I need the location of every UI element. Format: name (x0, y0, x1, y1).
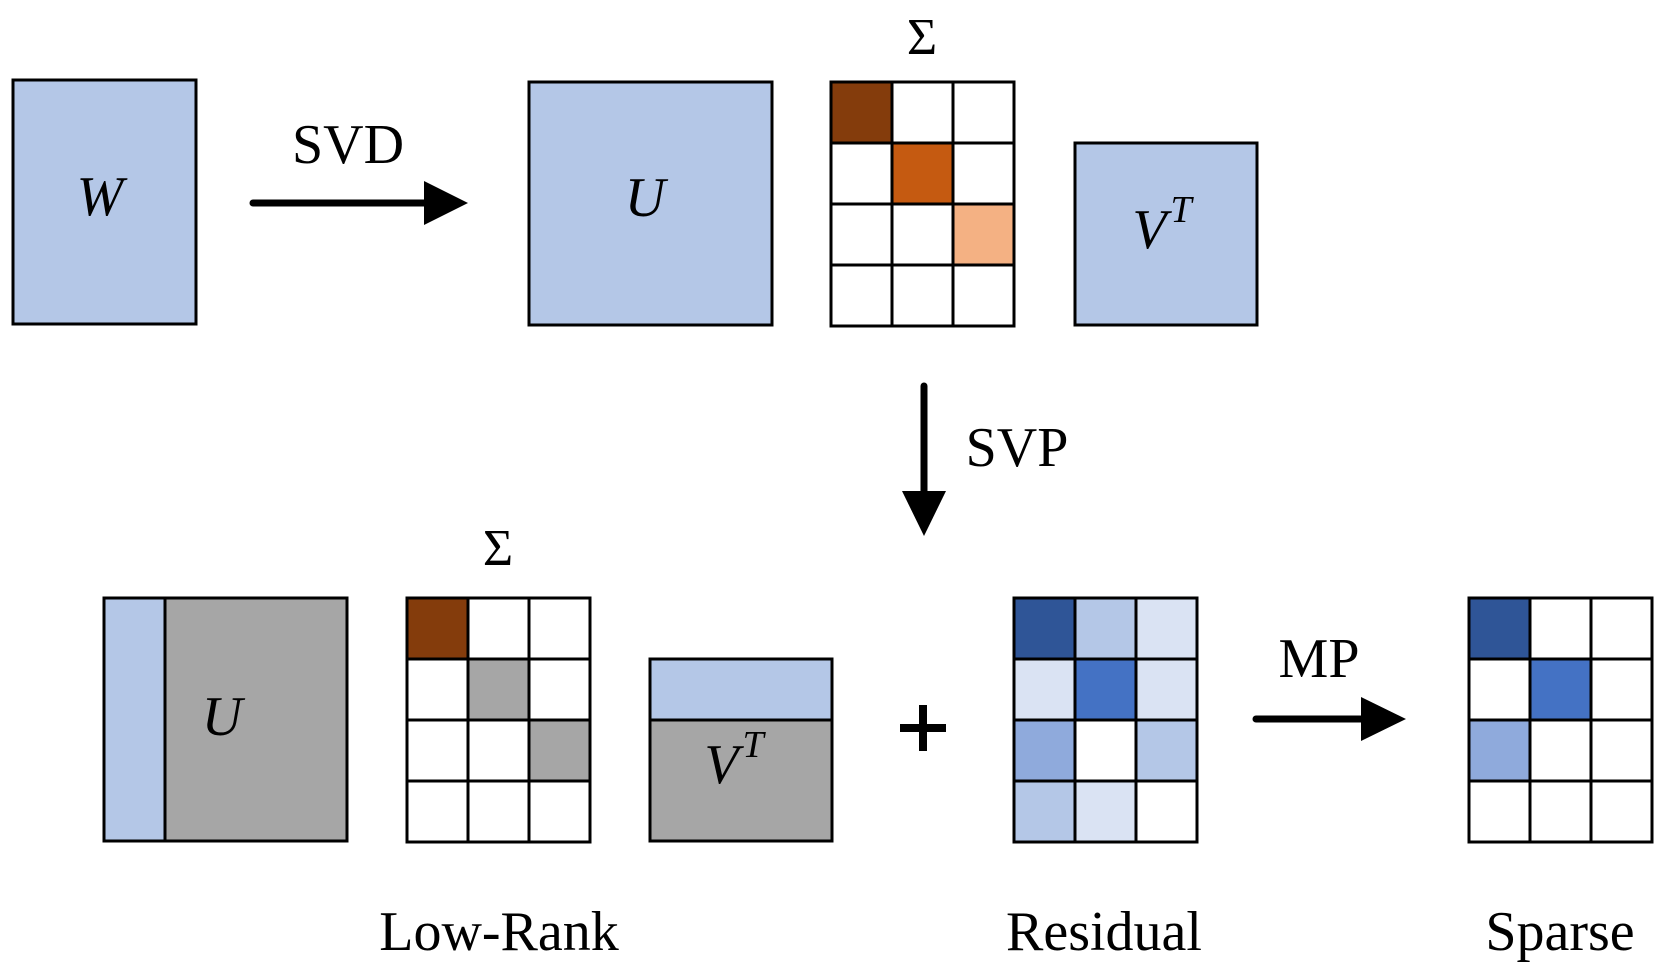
sigma-bottom-cell-r1-c2 (527, 657, 592, 722)
residual-cell-r3-c1 (1073, 779, 1138, 844)
sigma-bottom-cell-r1-c0 (405, 657, 470, 722)
sparse-cell-r2-c0 (1467, 718, 1532, 783)
residual-cell-r3-c0 (1012, 779, 1077, 844)
residual-cell-r1-c2 (1134, 657, 1199, 722)
sigma-top-cell-r0-c1 (890, 80, 955, 145)
sigma-bottom-cell-r2-c2 (527, 718, 592, 783)
sparse-cell-r1-c0 (1467, 657, 1532, 722)
w-matrix: W (11, 78, 198, 326)
u-matrix-top-label: U (625, 167, 669, 229)
vt-bottom-label-base: V (704, 734, 744, 796)
sigma-matrix-bottom (405, 596, 592, 844)
vt-top-label-base: V (1132, 199, 1172, 261)
sigma-top-cell-r0-c0 (829, 80, 894, 145)
u-matrix-top: U (527, 80, 774, 327)
residual-cell-r0-c2 (1134, 596, 1199, 661)
svg-text:VT: VT (704, 724, 766, 796)
caption-low-rank: Low-Rank (379, 901, 619, 963)
sigma-bottom-cell-r3-c2 (527, 779, 592, 844)
sigma-bottom-cell-r0-c0 (405, 596, 470, 661)
residual-cell-r1-c0 (1012, 657, 1077, 722)
sparse-cell-r3-c2 (1589, 779, 1654, 844)
sigma-bottom-label: Σ (483, 520, 513, 577)
sparse-matrix (1467, 596, 1654, 844)
sigma-bottom-cell-r3-c0 (405, 779, 470, 844)
u-matrix-bottom: U (102, 596, 349, 843)
sparse-cell-r1-c2 (1589, 657, 1654, 722)
svp-arrow: SVP (902, 382, 1069, 536)
mp-label: MP (1279, 628, 1360, 690)
residual-cell-r2-c1 (1073, 718, 1138, 783)
u-matrix-bottom-label: U (202, 686, 246, 748)
caption-sparse: Sparse (1485, 901, 1634, 963)
vt-bottom-label-sup: T (743, 724, 767, 766)
sigma-top-cell-r2-c0 (829, 202, 894, 267)
residual-cell-r0-c0 (1012, 596, 1077, 661)
sigma-bottom-cell-r1-c1 (466, 657, 531, 722)
sparse-cell-r2-c2 (1589, 718, 1654, 783)
sigma-top-cell-r2-c1 (890, 202, 955, 267)
sparse-cell-r2-c1 (1528, 718, 1593, 783)
sigma-bottom-cell-r2-c0 (405, 718, 470, 783)
caption-residual: Residual (1006, 901, 1202, 963)
sigma-bottom-cell-r0-c1 (466, 596, 531, 661)
sparse-cell-r0-c0 (1467, 596, 1532, 661)
sigma-top-cell-r1-c2 (951, 141, 1016, 206)
residual-cell-r0-c1 (1073, 596, 1138, 661)
sparse-cell-r0-c2 (1589, 596, 1654, 661)
residual-matrix (1012, 596, 1199, 844)
sigma-top-cell-r3-c0 (829, 263, 894, 328)
vt-top-label-sup: T (1171, 189, 1195, 231)
sigma-matrix-top (829, 80, 1016, 328)
sparse-cell-r3-c1 (1528, 779, 1593, 844)
residual-cell-r2-c2 (1134, 718, 1199, 783)
sigma-bottom-cell-r2-c1 (466, 718, 531, 783)
sigma-top-cell-r1-c0 (829, 141, 894, 206)
plus-sign: + (900, 705, 946, 751)
sigma-top-cell-r3-c2 (951, 263, 1016, 328)
sparse-cell-r1-c1 (1528, 657, 1593, 722)
residual-cell-r1-c1 (1073, 657, 1138, 722)
sigma-top-cell-r3-c1 (890, 263, 955, 328)
sparse-cell-r3-c0 (1467, 779, 1532, 844)
sigma-top-cell-r0-c2 (951, 80, 1016, 145)
residual-cell-r3-c2 (1134, 779, 1199, 844)
sigma-top-label: Σ (907, 9, 937, 66)
svp-label: SVP (966, 417, 1069, 479)
mp-arrow: MP (1252, 628, 1406, 741)
sparse-cell-r0-c1 (1528, 596, 1593, 661)
sigma-top-cell-r2-c2 (951, 202, 1016, 267)
w-matrix-label: W (77, 166, 128, 228)
sigma-bottom-cell-r3-c1 (466, 779, 531, 844)
svd-label: SVD (292, 114, 404, 176)
svd-arrow: SVD (249, 114, 468, 225)
residual-cell-r2-c0 (1012, 718, 1077, 783)
svg-text:VT: VT (1132, 189, 1194, 261)
sigma-top-cell-r1-c1 (890, 141, 955, 206)
sigma-bottom-cell-r0-c2 (527, 596, 592, 661)
